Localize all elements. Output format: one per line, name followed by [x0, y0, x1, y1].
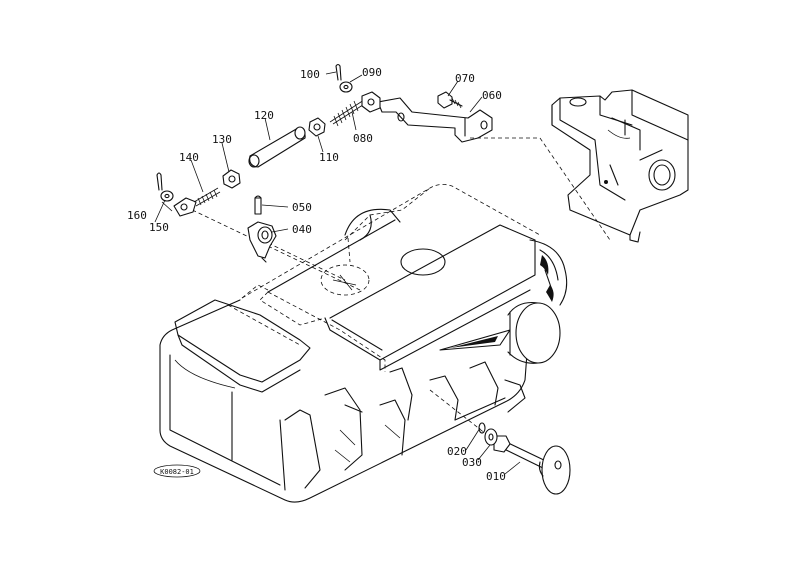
callout-130: 130 [212, 133, 232, 146]
part-140-threaded-rod [173, 187, 221, 217]
part-010-shaft [493, 435, 571, 495]
figure-code-badge: K0082-01 [153, 464, 201, 478]
part-160-pin [156, 172, 163, 191]
part-060-link-rod [377, 97, 493, 143]
part-110-nut [308, 117, 326, 137]
part-100-pin [335, 63, 342, 81]
callout-100: 100 [300, 68, 320, 81]
rear-bracket [551, 89, 689, 243]
callout-120: 120 [254, 109, 274, 122]
figure-code: K0082-01 [160, 468, 194, 476]
callout-090: 090 [362, 66, 382, 79]
part-050-pin [254, 195, 262, 215]
callout-030: 030 [462, 456, 482, 469]
part-070-bolt [437, 91, 463, 109]
part-040-lever [247, 221, 277, 263]
callout-110: 110 [319, 151, 339, 164]
callout-050: 050 [292, 201, 312, 214]
callout-150: 150 [149, 221, 169, 234]
part-090-washer [339, 81, 353, 93]
callout-020: 020 [447, 445, 467, 458]
part-030-washer [484, 428, 498, 446]
part-150-washer [160, 190, 174, 202]
callout-leader-lines [154, 71, 521, 475]
callout-070: 070 [455, 72, 475, 85]
callout-labels: 100 090 070 060 120 080 130 110 140 050 … [127, 66, 506, 483]
engine-housing [159, 184, 568, 503]
part-120-sleeve [248, 126, 306, 168]
callout-160: 160 [127, 209, 147, 222]
assembly-leader-lines [185, 137, 611, 446]
callout-010: 010 [486, 470, 506, 483]
callout-040: 040 [292, 223, 312, 236]
part-080-spring-rod [329, 91, 381, 127]
part-130-nut [222, 169, 241, 189]
callout-080: 080 [353, 132, 373, 145]
callout-060: 060 [482, 89, 502, 102]
part-020-o-ring [478, 422, 486, 434]
callout-140: 140 [179, 151, 199, 164]
